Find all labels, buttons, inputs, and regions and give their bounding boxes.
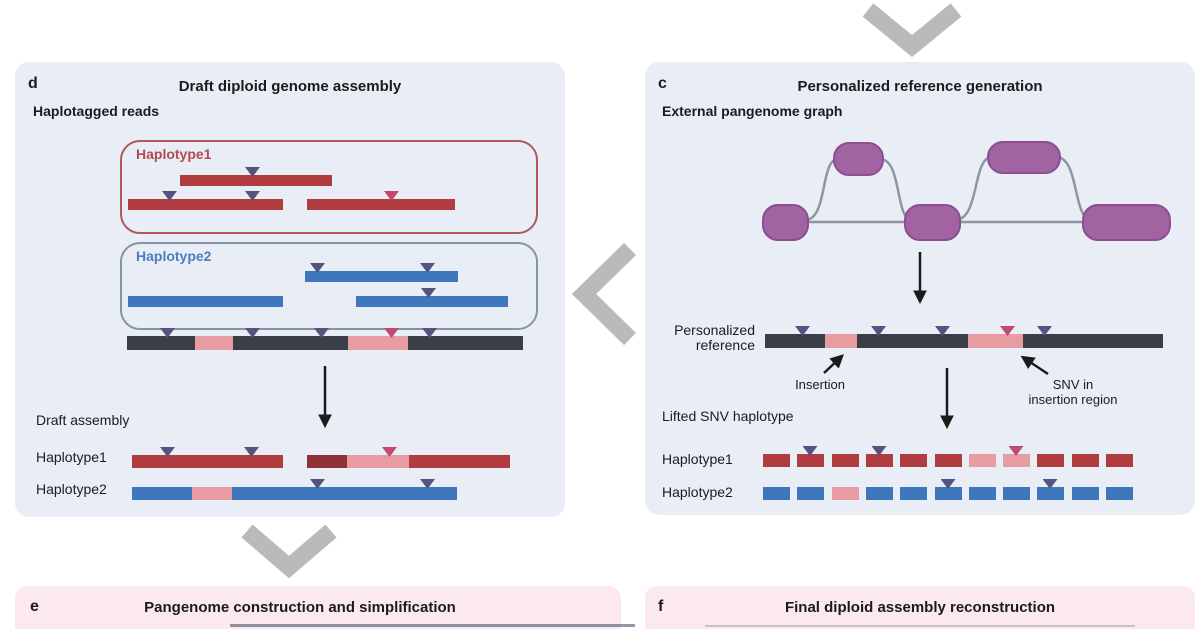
panel-personalized-reference xyxy=(645,62,1195,515)
panel-c-title: Personalized reference generation xyxy=(797,78,1043,95)
lifted-snv-haplotype-label: Lifted SNV haplotype xyxy=(662,408,794,424)
panel-f-title: Final diploid assembly reconstruction xyxy=(784,599,1056,616)
lifted-haplotype2-dash xyxy=(1003,487,1030,500)
lifted-haplotype1-dash xyxy=(935,454,962,467)
lifted-haplotype2-dash xyxy=(969,487,996,500)
snv-annotation-line2: insertion region xyxy=(1028,392,1118,407)
variant-triangle xyxy=(1042,479,1058,489)
variant-triangle xyxy=(420,479,435,489)
draft-haplotype1-contig-segment xyxy=(347,455,409,468)
panel-letter-f: f xyxy=(658,598,664,615)
variant-triangle xyxy=(382,447,397,457)
lifted-haplotype1-dash xyxy=(1003,454,1030,467)
variant-triangle xyxy=(421,288,436,298)
haplotype1-group-label: Haplotype1 xyxy=(136,146,212,162)
insertion-segment xyxy=(195,336,233,350)
insertion-segment xyxy=(192,487,232,500)
lifted-haplotype1-dash xyxy=(866,454,893,467)
haplotype1-read-bar xyxy=(307,199,455,210)
variant-triangle xyxy=(384,328,399,338)
variant-triangle xyxy=(940,479,956,489)
draft-haplotype1-contig xyxy=(132,455,283,468)
variant-triangle xyxy=(795,326,810,336)
variant-triangle xyxy=(162,191,177,201)
draft-haplotype2-label: Haplotype2 xyxy=(36,481,107,497)
panel-draft-diploid-assembly xyxy=(15,62,565,517)
lifted-haplotype1-dash xyxy=(763,454,790,467)
haplotype2-read-bar xyxy=(356,296,508,307)
lifted-haplotype1-dash xyxy=(969,454,996,467)
variant-triangle xyxy=(935,326,950,336)
personalized-reference-label-line1: Personalized xyxy=(674,322,755,338)
lifted-haplotype1-dash xyxy=(1106,454,1133,467)
external-pangenome-graph-label: External pangenome graph xyxy=(662,103,843,119)
lifted-haplotype1-dash xyxy=(1037,454,1064,467)
variant-triangle xyxy=(384,191,399,201)
lifted-haplotype2-label: Haplotype2 xyxy=(662,484,733,500)
variant-triangle xyxy=(420,263,435,273)
draft-haplotype2-contig xyxy=(132,487,457,500)
snv-annotation-line1: SNV in xyxy=(1052,377,1094,392)
lifted-haplotype2-dash xyxy=(866,487,893,500)
lifted-haplotype2-dash xyxy=(797,487,824,500)
variant-triangle xyxy=(871,446,887,456)
variant-triangle xyxy=(310,263,325,273)
panel-d-title: Draft diploid genome assembly xyxy=(178,78,402,95)
variant-triangle xyxy=(1008,446,1024,456)
banner-final-assembly xyxy=(645,586,1195,629)
variant-triangle xyxy=(802,446,818,456)
insertion-segment xyxy=(968,334,1023,348)
haplotype1-read-bar xyxy=(180,175,332,186)
lifted-haplotype2-dash xyxy=(1106,487,1133,500)
variant-triangle xyxy=(310,479,325,489)
lifted-haplotype2-dash xyxy=(832,487,859,500)
draft-assembly-label: Draft assembly xyxy=(36,412,130,428)
variant-triangle xyxy=(871,326,886,336)
chevron-left-icon xyxy=(571,242,636,346)
insertion-annotation: Insertion xyxy=(795,377,845,392)
variant-triangle xyxy=(1037,326,1052,336)
haplotype2-reads-group-box xyxy=(120,242,538,330)
lifted-haplotype1-dash xyxy=(900,454,927,467)
personalized-reference-bar xyxy=(765,334,1163,348)
banner-pangenome-construction xyxy=(15,586,621,629)
panel-e-title: Pangenome construction and simplificatio… xyxy=(144,599,456,616)
lifted-haplotype1-label: Haplotype1 xyxy=(662,451,733,467)
haplotype2-read-bar xyxy=(128,296,283,307)
haplotype1-reads-group-box xyxy=(120,140,538,234)
haplotype1-read-bar xyxy=(128,199,283,210)
reference-bar xyxy=(127,336,523,350)
variant-triangle xyxy=(160,328,175,338)
lifted-haplotype2-dash xyxy=(1037,487,1064,500)
variant-triangle xyxy=(245,191,260,201)
lifted-haplotype1-dash xyxy=(797,454,824,467)
variant-triangle xyxy=(314,328,329,338)
panel-letter-c: c xyxy=(658,75,667,92)
draft-haplotype1-contig-segment xyxy=(409,455,510,468)
draft-haplotype1-contig-segment xyxy=(307,455,347,468)
haplotype2-read-bar xyxy=(305,271,458,282)
variant-triangle xyxy=(245,167,260,177)
lifted-haplotype2-dash xyxy=(763,487,790,500)
draft-haplotype1-label: Haplotype1 xyxy=(36,449,107,465)
variant-triangle xyxy=(422,328,437,338)
insertion-segment xyxy=(825,334,857,348)
panel-letter-e: e xyxy=(30,598,39,615)
lifted-haplotype2-dash xyxy=(935,487,962,500)
lifted-haplotype1-dash xyxy=(832,454,859,467)
haplotagged-reads-label: Haplotagged reads xyxy=(33,103,160,119)
panel-letter-d: d xyxy=(28,75,38,92)
variant-triangle xyxy=(245,328,260,338)
personalized-reference-label-line2: reference xyxy=(695,337,755,353)
lifted-haplotype2-dash xyxy=(900,487,927,500)
insertion-segment xyxy=(348,336,408,350)
haplotype2-group-label: Haplotype2 xyxy=(136,248,212,264)
lifted-haplotype1-dash xyxy=(1072,454,1099,467)
variant-triangle xyxy=(1000,326,1015,336)
variant-triangle xyxy=(244,447,259,457)
variant-triangle xyxy=(160,447,175,457)
chevron-down-icon xyxy=(241,524,337,579)
lifted-haplotype2-dash xyxy=(1072,487,1099,500)
chevron-down-icon xyxy=(862,3,962,57)
